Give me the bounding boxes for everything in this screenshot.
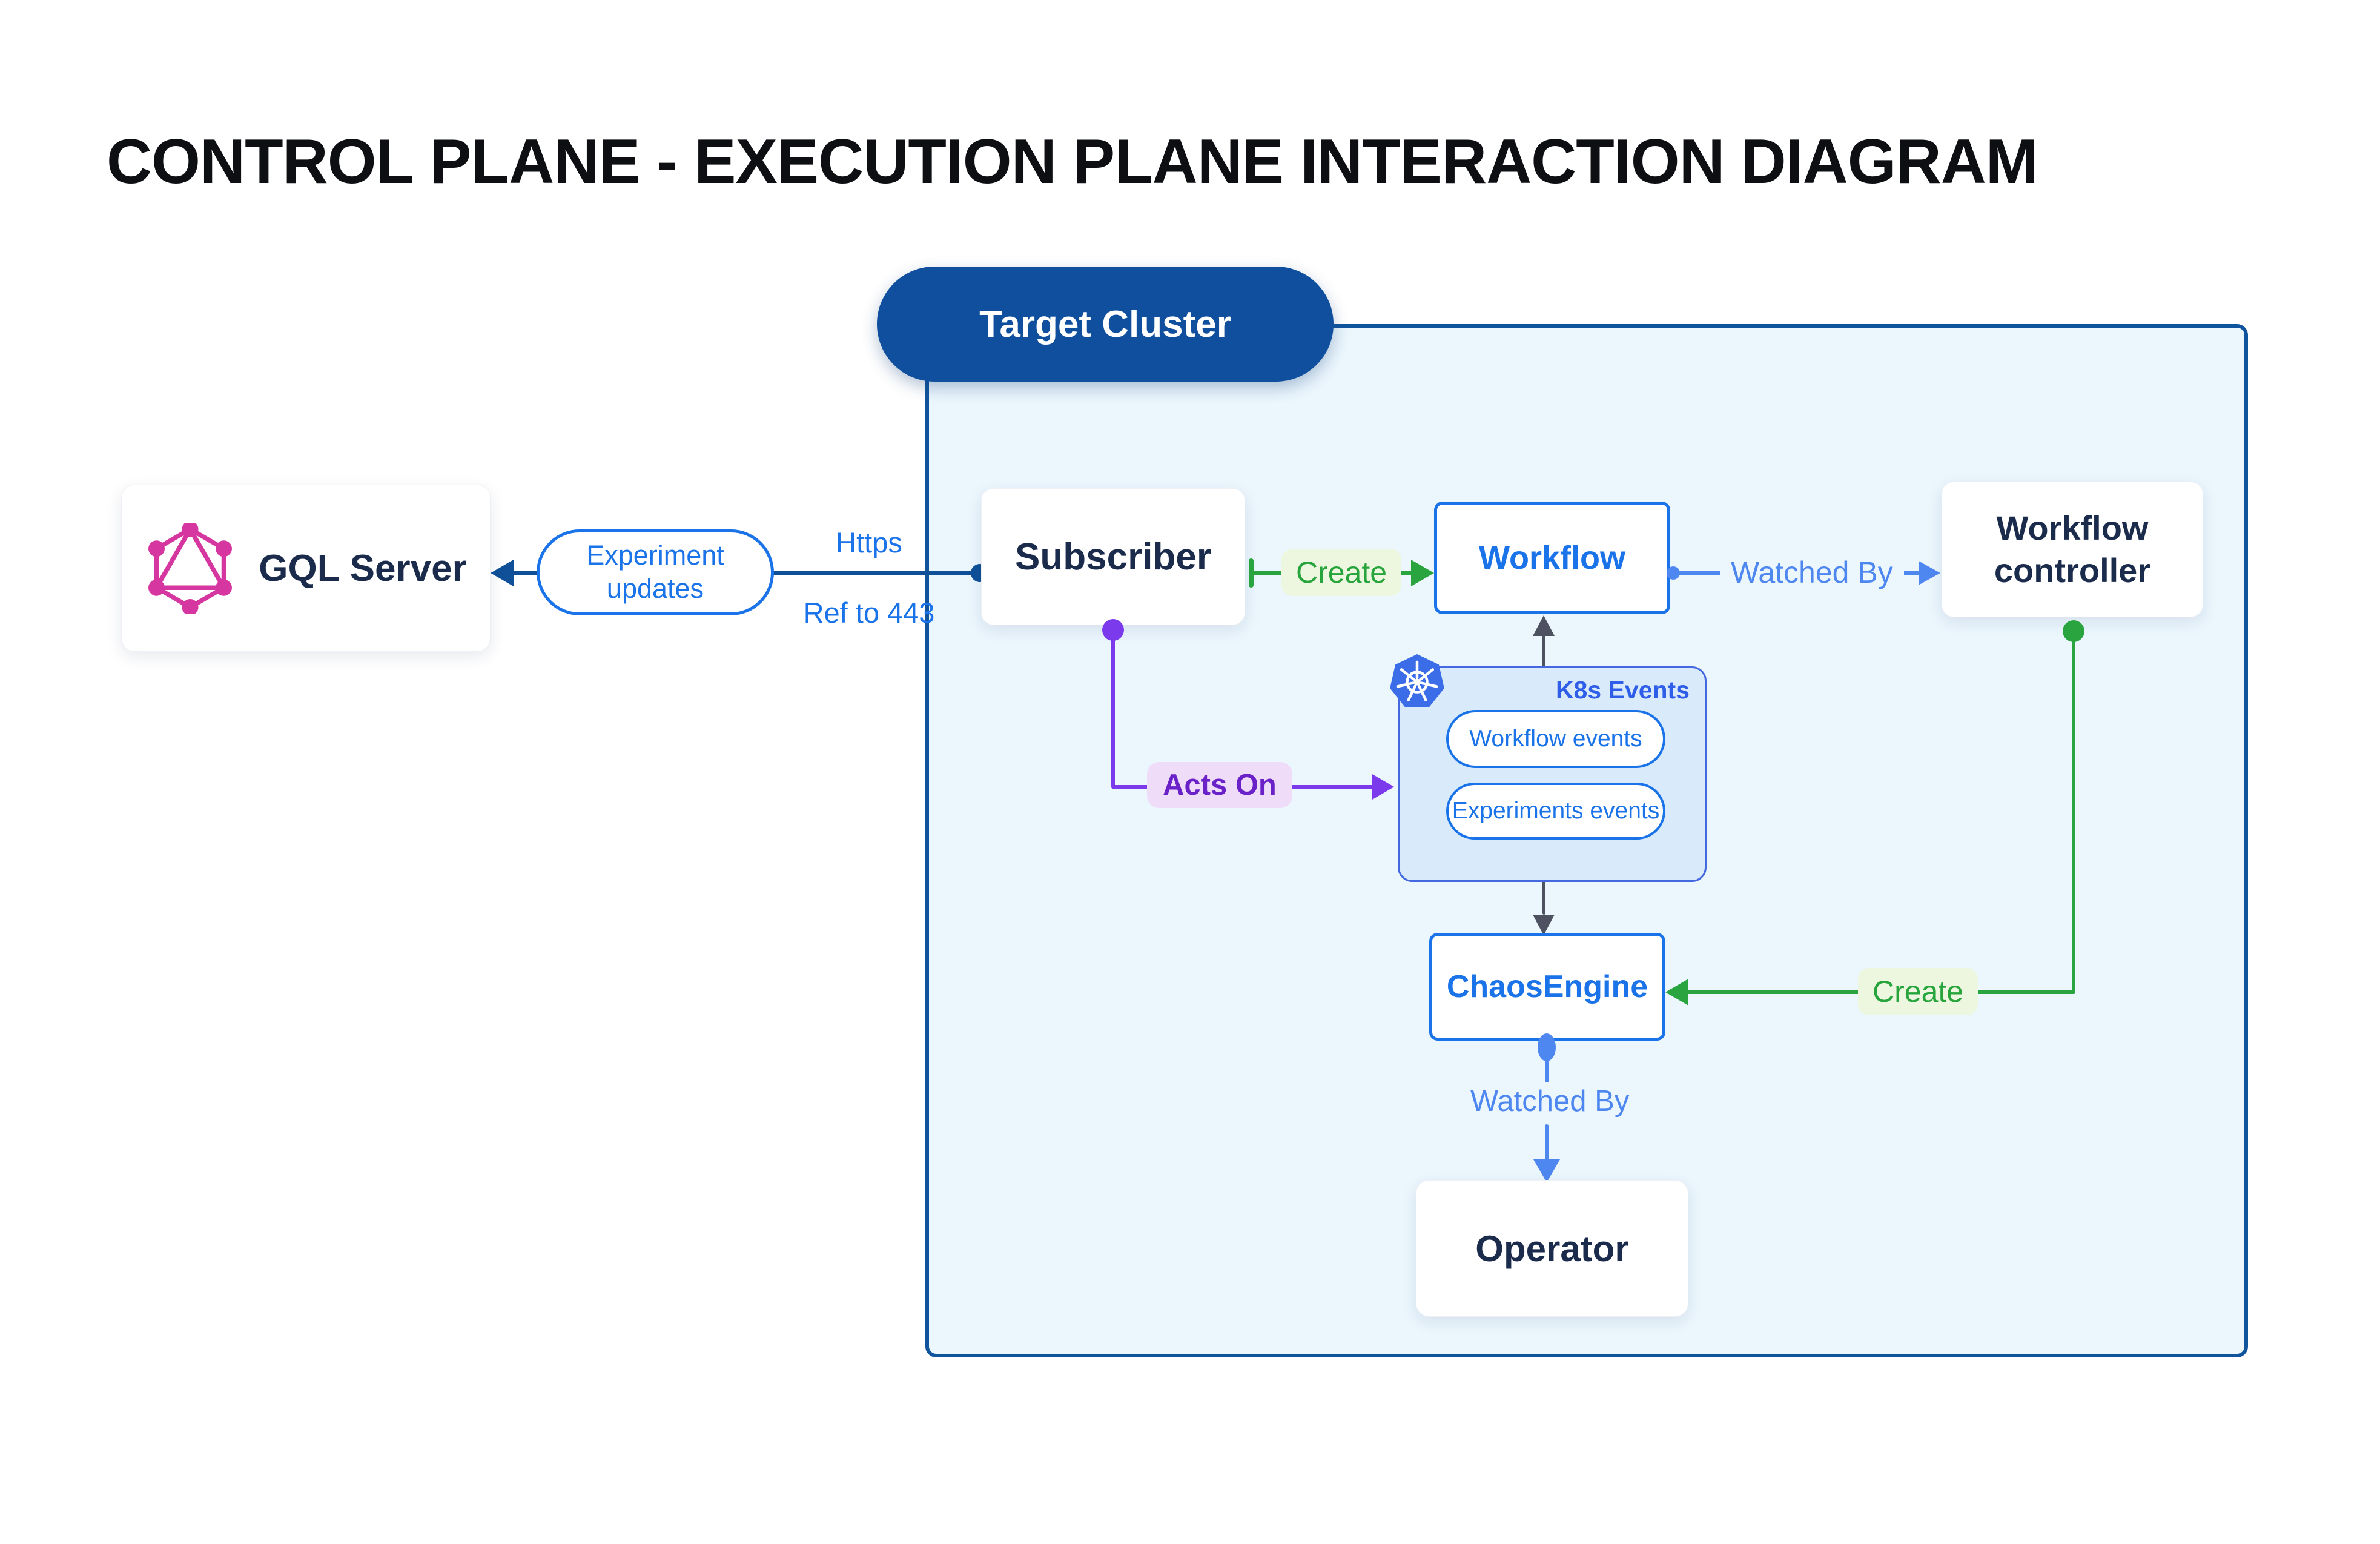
node-experiments-events: Experiments events: [1446, 783, 1665, 840]
workflow-label: Workflow: [1479, 540, 1625, 576]
node-workflow-events: Workflow events: [1446, 710, 1665, 768]
kubernetes-icon: [1387, 652, 1447, 712]
target-cluster-label: Target Cluster: [979, 303, 1231, 345]
edge-watchedby-operator-line1: [1545, 1059, 1549, 1093]
edge-watchedby-workflow-arrowhead: [1919, 561, 1940, 585]
edge-watchedby-operator-dot: [1538, 1033, 1556, 1061]
experiments-events-label: Experiments events: [1452, 798, 1660, 824]
subscriber-label: Subscriber: [1015, 535, 1211, 578]
ref-to-443-label: Ref to 443: [803, 597, 935, 629]
edge-events-chaos-arrowhead: [1533, 915, 1555, 935]
page-title: CONTROL PLANE - EXECUTION PLANE INTERACT…: [107, 127, 2038, 197]
edge-create-chaos-arrowhead: [1665, 979, 1688, 1006]
node-operator: Operator: [1416, 1180, 1688, 1317]
watchedby-workflow-label: Watched By: [1720, 551, 1904, 594]
edge-actson-vline: [1111, 630, 1115, 789]
edge-actson-arrowhead: [1372, 774, 1394, 800]
edge-watchedby-operator-arrowhead: [1533, 1159, 1560, 1182]
edge-watchedby-operator-line2: [1545, 1124, 1549, 1163]
edge-events-workflow-arrowhead: [1533, 615, 1555, 636]
acts-on-label: Acts On: [1147, 762, 1292, 808]
create-chaos-label: Create: [1858, 968, 1978, 1015]
workflow-events-label: Workflow events: [1469, 726, 1642, 752]
https-label: Https: [836, 526, 902, 558]
graphql-icon: [145, 521, 236, 615]
create-workflow-label: Create: [1281, 549, 1402, 596]
edge-create-workflow-arrowhead: [1411, 560, 1434, 586]
k8s-events-label: K8s Events: [1555, 676, 1690, 704]
workflow-controller-label: Workflow controller: [1994, 509, 2151, 589]
node-workflow: Workflow: [1434, 502, 1670, 614]
node-gql-server: GQL Server: [121, 485, 491, 652]
node-workflow-controller: Workflow controller: [1942, 482, 2203, 617]
operator-label: Operator: [1475, 1228, 1629, 1269]
chaos-engine-label: ChaosEngine: [1446, 969, 1648, 1004]
edge-subscriber-gql-arrowhead: [491, 560, 514, 586]
experiment-updates-label: Experiment updates: [586, 540, 724, 604]
k8s-events-group: [1398, 666, 1707, 882]
edge-create-chaos-vline: [2072, 631, 2075, 992]
experiment-updates-badge: Experiment updates: [537, 529, 774, 615]
gql-server-label: GQL Server: [259, 547, 467, 589]
node-subscriber: Subscriber: [981, 488, 1245, 625]
watchedby-operator-label: Watched By: [1462, 1082, 1638, 1121]
node-chaos-engine: ChaosEngine: [1429, 933, 1665, 1041]
target-cluster-pill: Target Cluster: [877, 267, 1334, 382]
